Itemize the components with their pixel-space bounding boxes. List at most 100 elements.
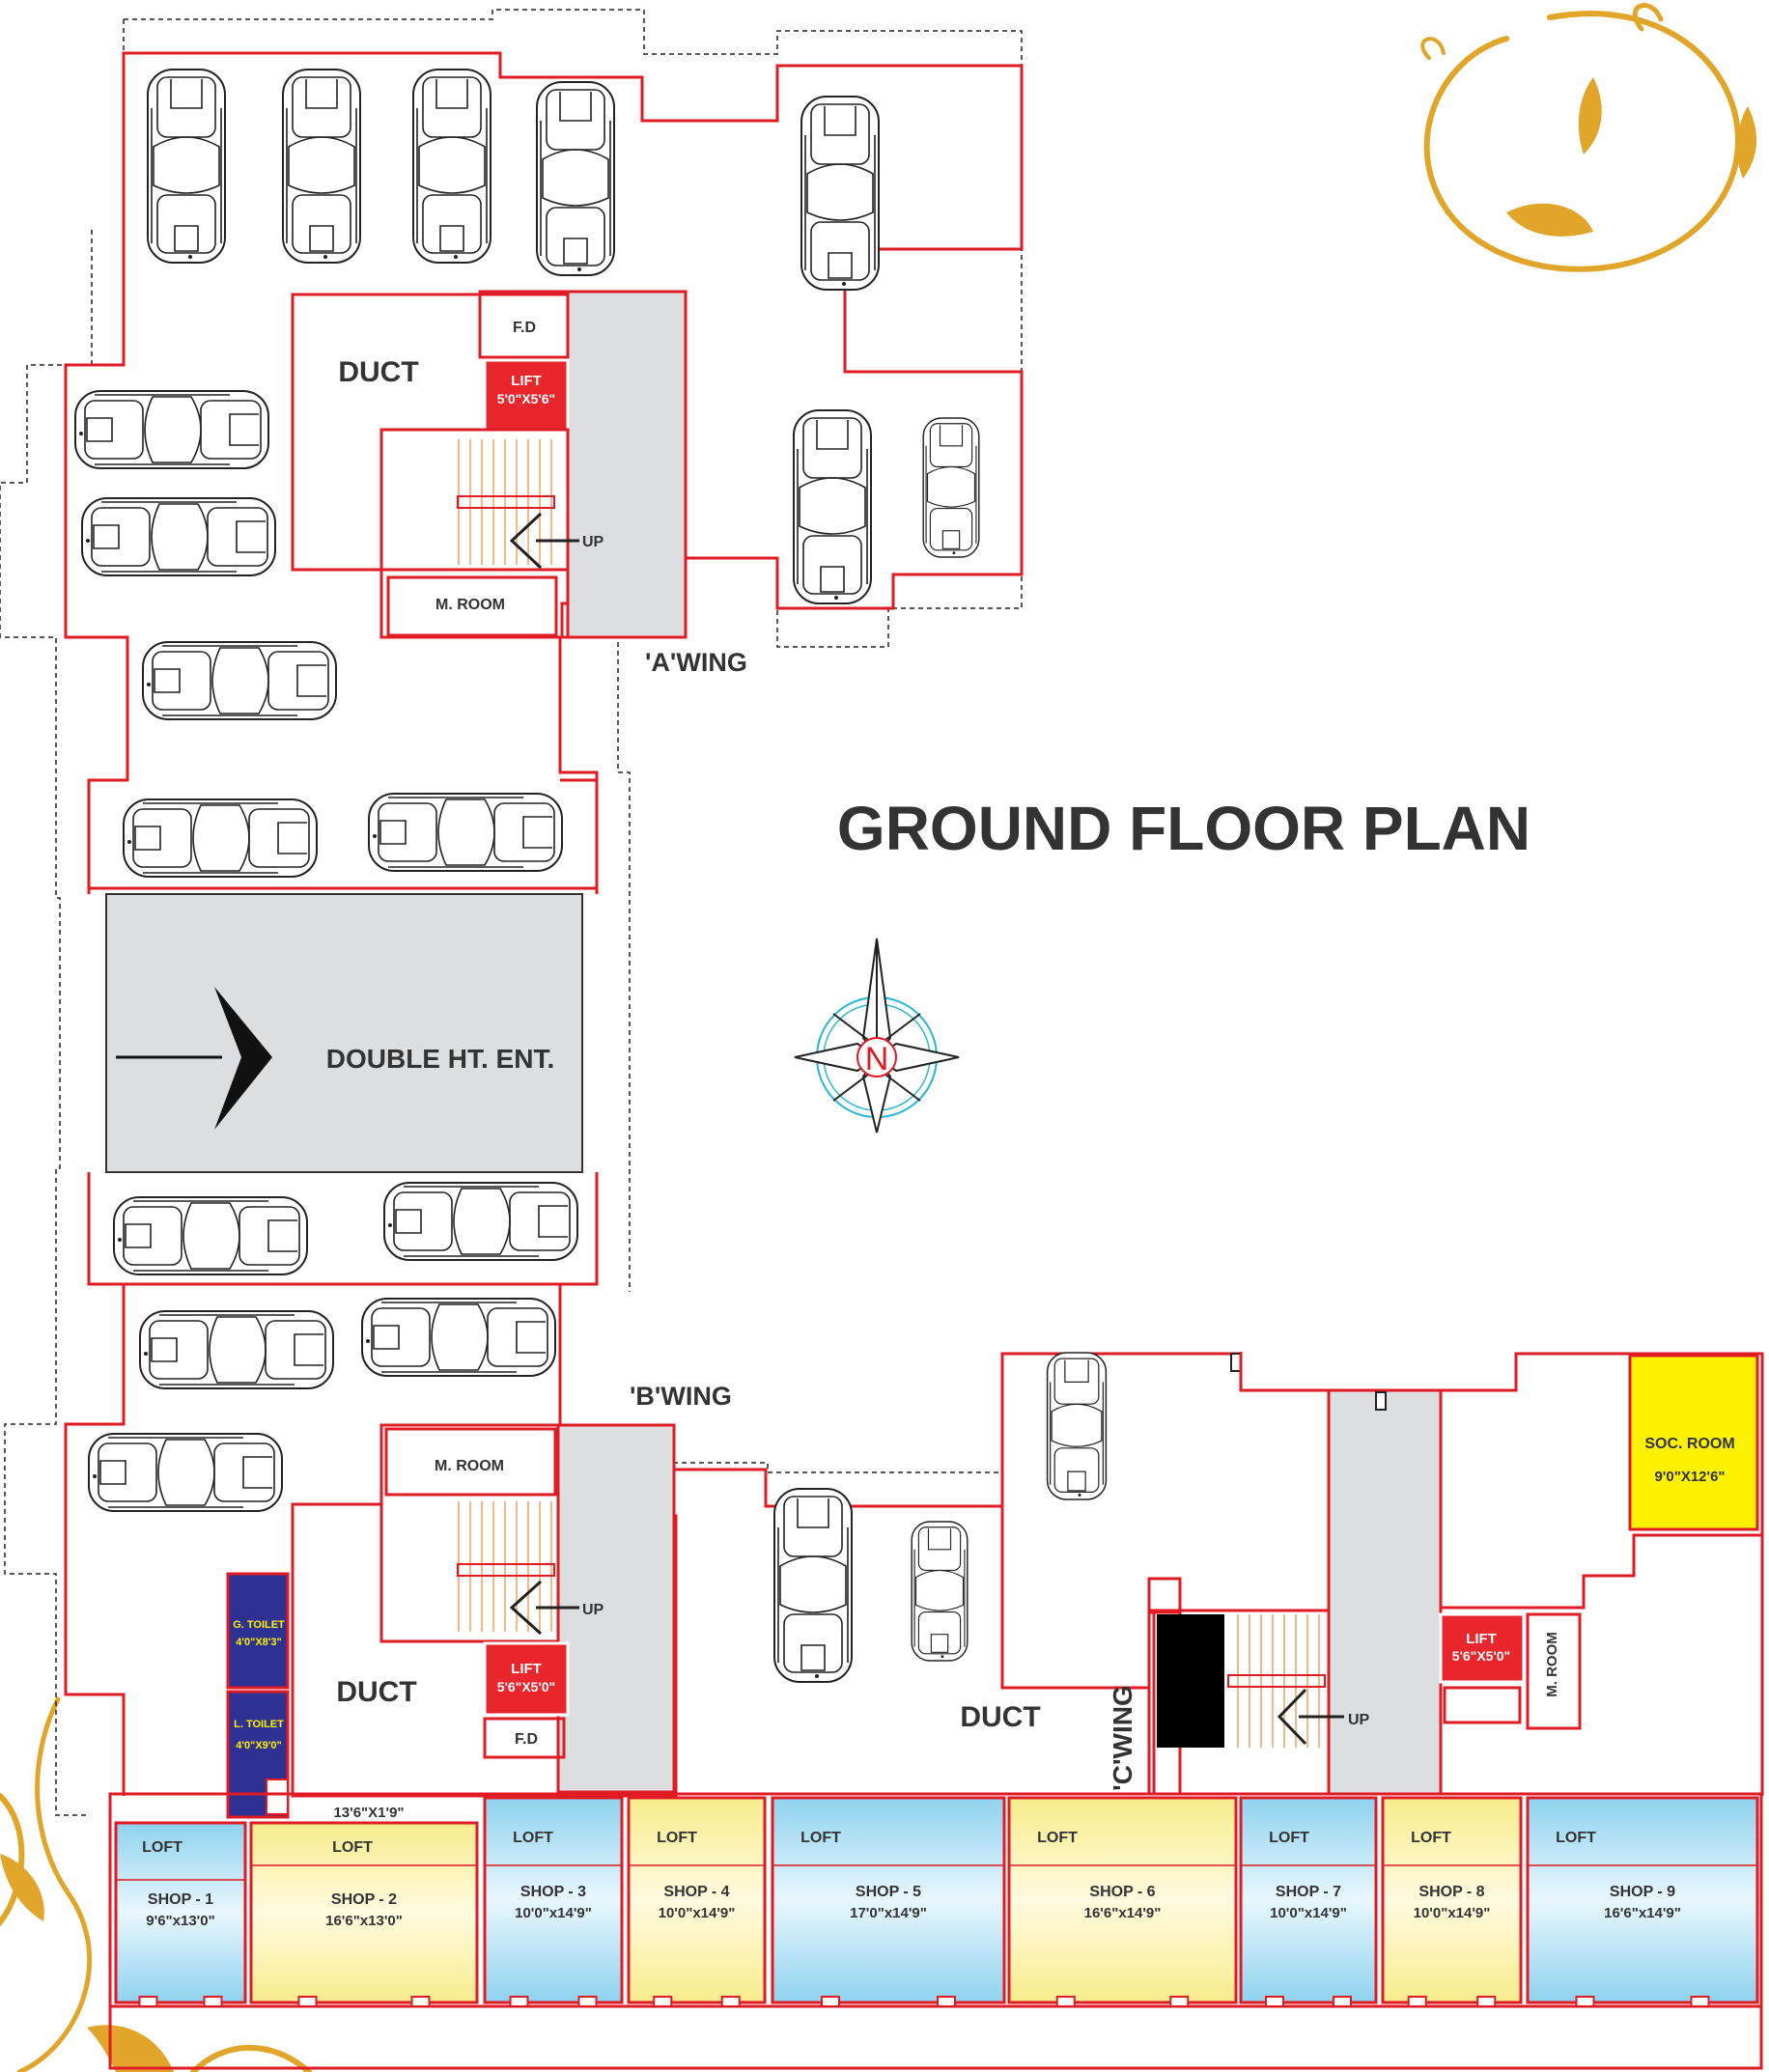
shop-size: 9'6"x13'0" (146, 1913, 214, 1929)
car-icon (82, 498, 275, 575)
shop-fill (1007, 1796, 1238, 2004)
shop-size: 10'0"x14'9" (659, 1905, 736, 1921)
c-wing-lift (1439, 1612, 1526, 1684)
a-wing-stairs (457, 439, 555, 565)
c-duct-label: DUCT (960, 1701, 1040, 1733)
l-toilet-label: L. TOILET (234, 1719, 284, 1730)
shop-fill (627, 1796, 767, 2004)
a-wing-lift (483, 358, 570, 434)
shop-9: LOFT SHOP - 9 16'6"x14'9" (1526, 1796, 1759, 2007)
shop-name: SHOP - 3 (520, 1884, 586, 1900)
a-mroom-label: M. ROOM (435, 597, 505, 613)
car-icon (143, 642, 336, 719)
car-icon (384, 1183, 577, 1260)
shop-name: SHOP - 5 (856, 1884, 921, 1900)
b-wing-outline (291, 1284, 1764, 1798)
shop-loft-label: LOFT (1411, 1830, 1451, 1846)
c-lift-size: 5'6"X5'0" (1452, 1648, 1510, 1664)
plot-boundary (0, 9, 1023, 1816)
shop-name: SHOP - 6 (1089, 1884, 1155, 1900)
a-fd-label: F.D (513, 320, 536, 336)
shops-row: LOFT SHOP - 1 9'6"x13'0" LOFT SHOP - 2 16'6"x… (114, 1796, 1759, 2007)
shop-loft-label: LOFT (1556, 1830, 1596, 1846)
shop-loft-label: LOFT (1037, 1830, 1078, 1846)
entry-arrow-icon (214, 987, 272, 1130)
shop-2: LOFT SHOP - 2 16'6"x13'0" (249, 1821, 479, 2007)
shop-fill (249, 1821, 479, 2004)
b-duct-label: DUCT (336, 1676, 416, 1708)
car-icon (773, 1488, 853, 1683)
car-icon (75, 391, 268, 468)
shop-size: 17'0"x14'9" (850, 1905, 927, 1921)
shop-name: SHOP - 4 (663, 1884, 729, 1900)
car-icon (922, 417, 980, 558)
a-up-label: UP (582, 534, 604, 550)
a-duct-label: DUCT (338, 356, 418, 388)
b-wing-lift (483, 1641, 570, 1717)
a-lift-size: 5'0"X5'6" (497, 391, 555, 406)
c-up-label: UP (1348, 1712, 1370, 1728)
shop-fill (1381, 1796, 1523, 2004)
g-toilet-size: 4'0"X8'3" (236, 1637, 281, 1648)
g-toilet-label: G. TOILET (233, 1619, 285, 1631)
car-icon (114, 1197, 307, 1274)
shop-size: 10'0"x14'9" (515, 1905, 592, 1921)
shop-1: LOFT SHOP - 1 9'6"x13'0" (114, 1821, 247, 2007)
car-icon (536, 81, 615, 276)
c-mroom-label: M. ROOM (1544, 1632, 1560, 1697)
b-mroom-label: M. ROOM (435, 1458, 504, 1474)
shop-name: SHOP - 9 (1610, 1884, 1675, 1900)
shop-fill (1526, 1796, 1759, 2004)
shop-fill (771, 1796, 1006, 2004)
shop-size: 10'0"x14'9" (1414, 1905, 1491, 1921)
soc-room-label: SOC. ROOM (1644, 1436, 1734, 1452)
car-icon (793, 409, 872, 604)
shop-loft-label: LOFT (513, 1830, 553, 1846)
shop-size: 16'6"x14'9" (1604, 1905, 1681, 1921)
double-height-entrance (105, 893, 583, 1173)
shop-fill (483, 1796, 624, 2004)
b-fd-label: F.D (515, 1731, 538, 1748)
entrance-label: DOUBLE HT. ENT. (326, 1044, 554, 1074)
car-icon (911, 1521, 969, 1662)
shop-loft-label: LOFT (332, 1839, 373, 1856)
shop-loft-label: LOFT (1269, 1830, 1309, 1846)
shop-5: LOFT SHOP - 5 17'0"x14'9" (771, 1796, 1006, 2007)
b-up-label: UP (582, 1602, 604, 1618)
b-wing-label: 'B'WING (630, 1382, 732, 1411)
car-icon (369, 794, 562, 871)
b-lift-title: LIFT (511, 1661, 542, 1677)
north-compass-icon (794, 938, 960, 1134)
c-wing-stairs (1227, 1614, 1326, 1748)
shop-name: SHOP - 7 (1276, 1884, 1341, 1900)
l-toilet-size: 4'0"X9'0" (236, 1740, 281, 1751)
shop-4: LOFT SHOP - 4 10'0"x14'9" (627, 1796, 767, 2007)
car-icon (1046, 1352, 1108, 1500)
car-icon (124, 799, 317, 877)
a-wing-label: 'A'WING (645, 648, 747, 677)
c-wing-label: 'C'WING (1108, 1685, 1137, 1791)
shop-loft-label: LOFT (800, 1830, 841, 1846)
car-icon (362, 1299, 555, 1376)
car-icon (800, 96, 880, 291)
shop-fill (114, 1821, 247, 2004)
c-wing-outline (1000, 1506, 1182, 1794)
shop-fill (1239, 1796, 1378, 2004)
c-lift-title: LIFT (1466, 1631, 1497, 1647)
page-title: GROUND FLOOR PLAN (837, 794, 1530, 863)
shop-loft-label: LOFT (657, 1830, 697, 1846)
society-room (1628, 1354, 1759, 1531)
car-icon (89, 1434, 282, 1511)
shop-size: 16'6"x13'0" (325, 1913, 403, 1929)
soc-room-size: 9'0"X12'6" (1654, 1469, 1725, 1485)
shop-name: SHOP - 2 (331, 1891, 397, 1908)
gold-ornament-top (1420, 3, 1757, 272)
shop-loft-label: LOFT (142, 1839, 183, 1856)
shop-name: SHOP - 8 (1418, 1884, 1484, 1900)
a-lift-title: LIFT (511, 373, 542, 389)
shop-name: SHOP - 1 (148, 1891, 213, 1908)
compass-letter: N (865, 1041, 889, 1078)
